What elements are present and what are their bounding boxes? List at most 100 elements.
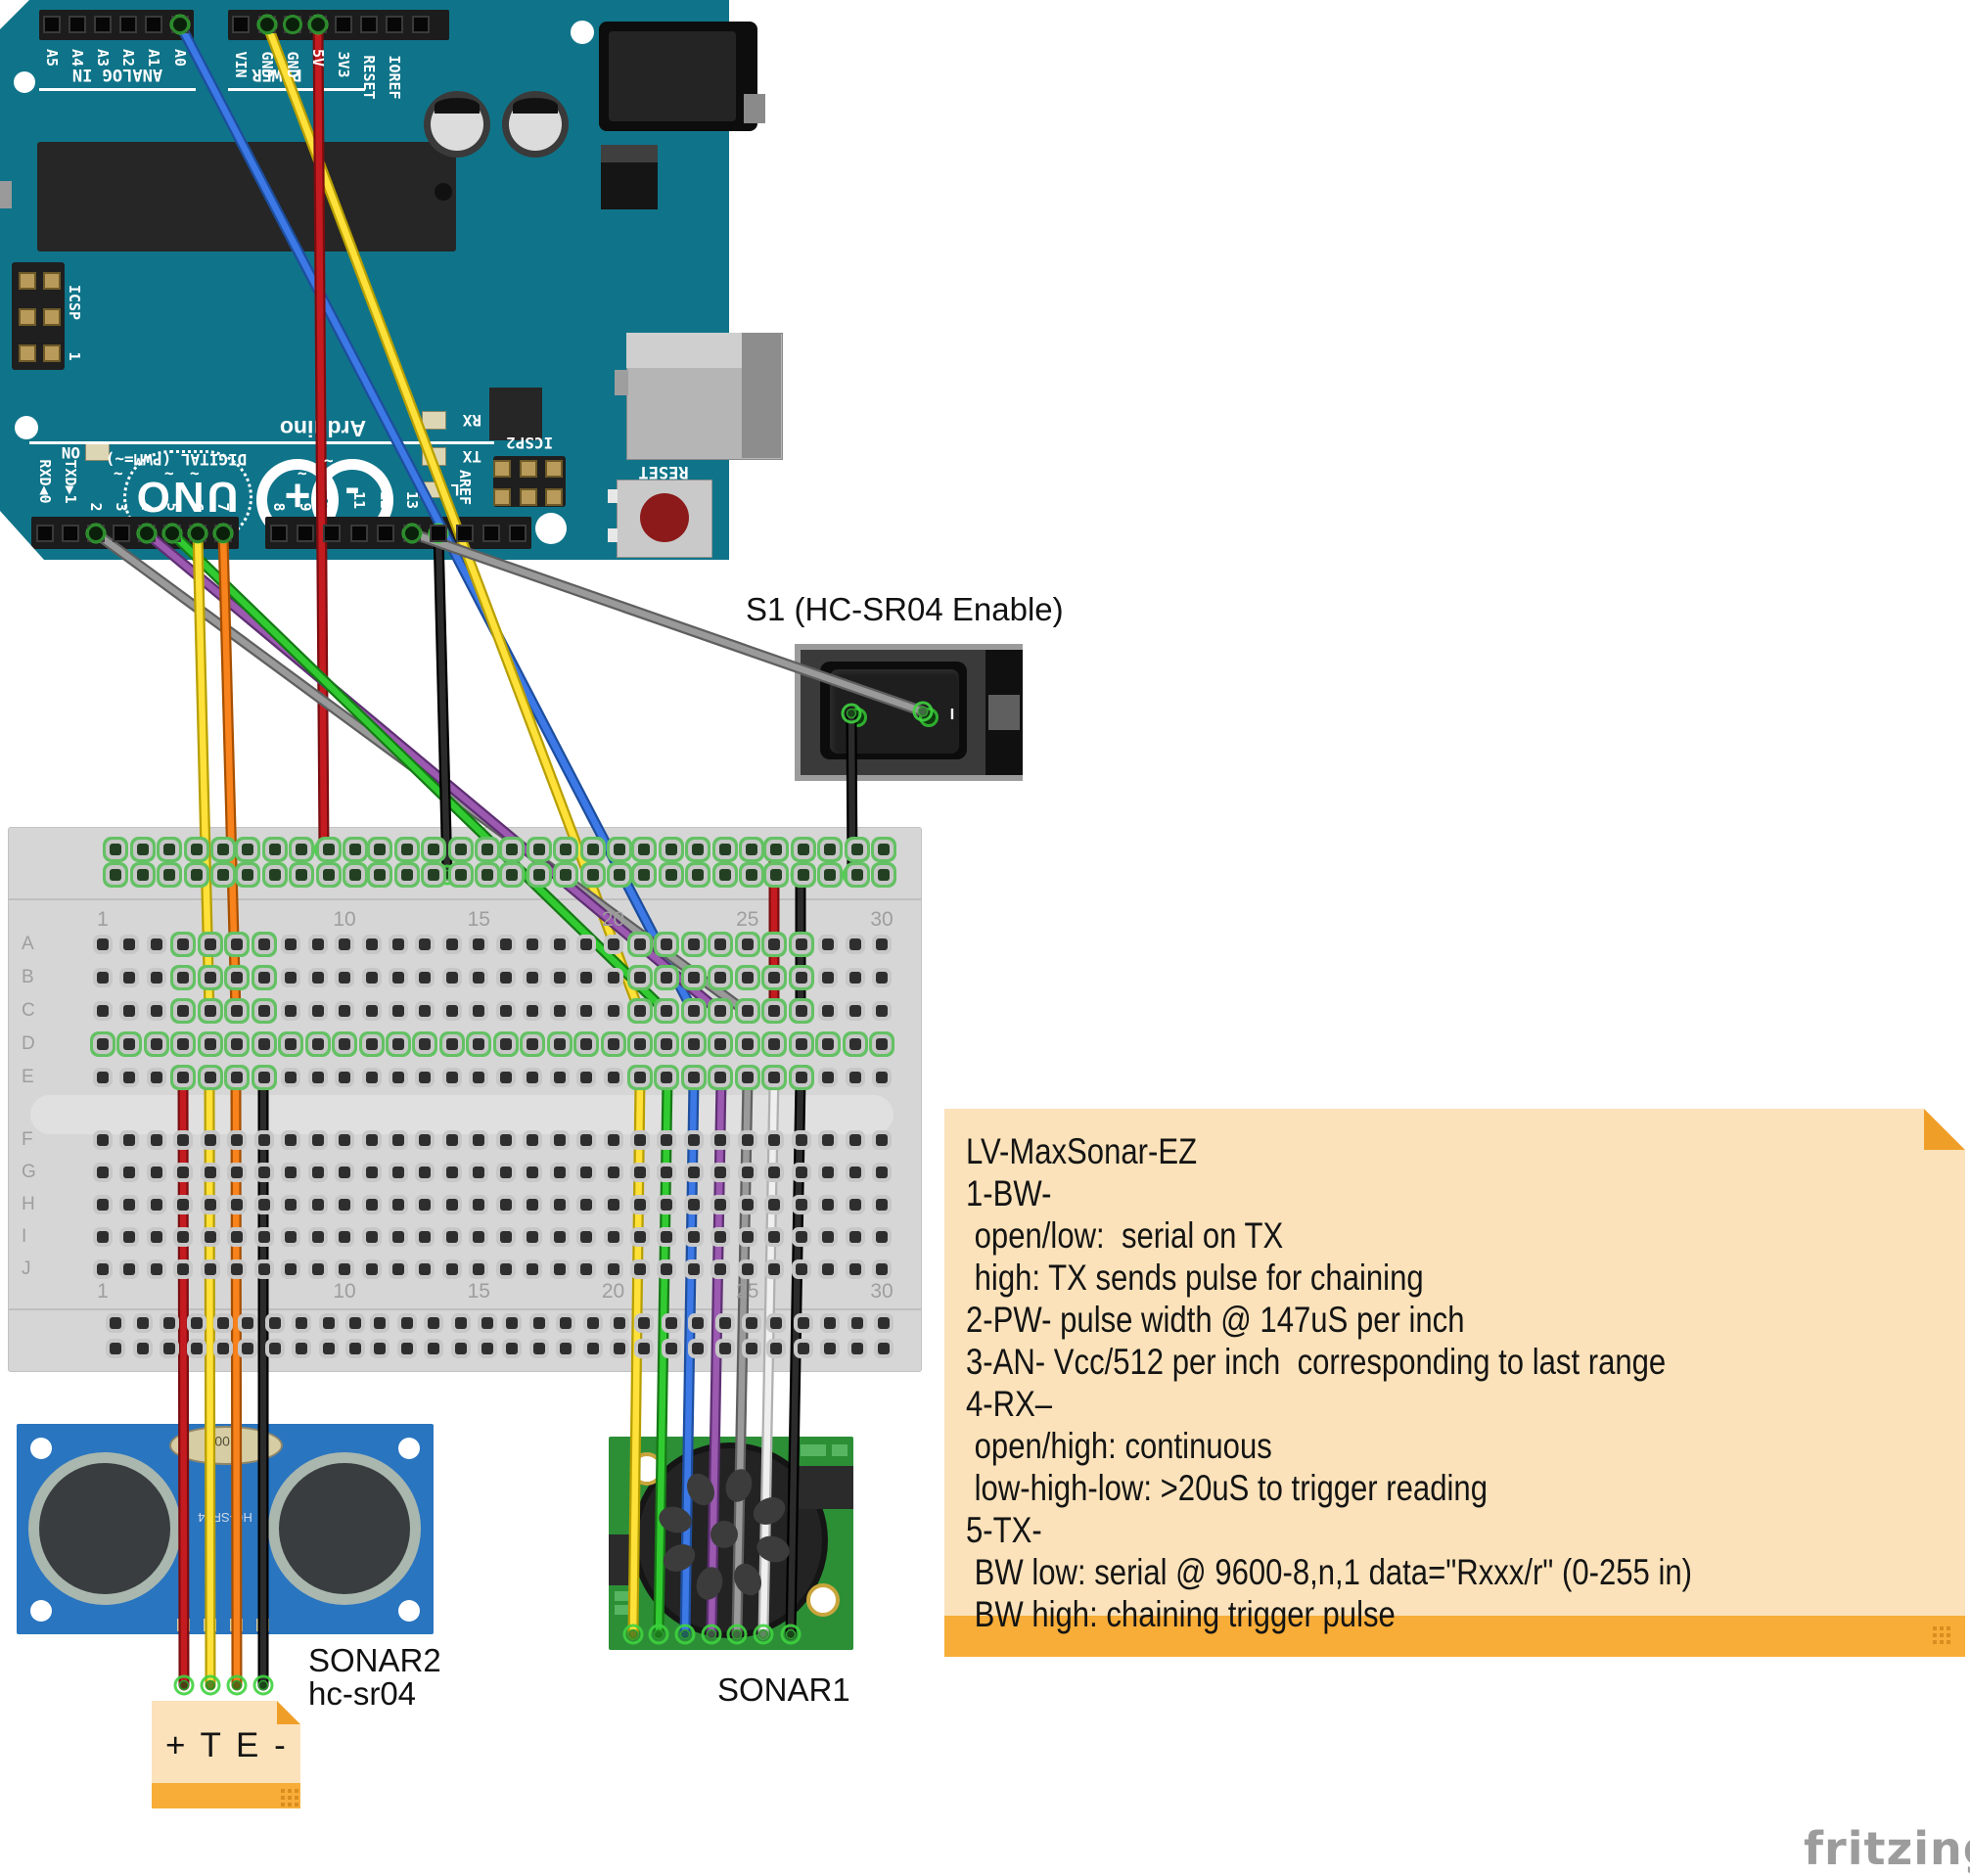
- breadboard-hole: [527, 1038, 539, 1050]
- breadboard-hole: [527, 1005, 539, 1017]
- breadboard-hole: [391, 938, 404, 950]
- breadboard-hole: [204, 1005, 216, 1017]
- breadboard-hole: [473, 1231, 485, 1243]
- icsp2-label: ICSP2: [505, 434, 554, 452]
- breadboard-hole: [97, 1231, 109, 1243]
- analog-pin-A4[interactable]: [69, 16, 86, 33]
- info-note-line: LV-MaxSonar-EZ: [966, 1131, 1198, 1171]
- breadboard-hole: [687, 1134, 700, 1146]
- power-pin-VIN[interactable]: [232, 16, 250, 33]
- row-letter-J: J: [22, 1258, 31, 1279]
- breadboard-hole: [97, 1263, 109, 1275]
- breadboard-hole: [311, 1072, 324, 1083]
- breadboard-hole: [553, 938, 566, 950]
- switch-pin[interactable]: [848, 708, 867, 727]
- breadboard-hole: [257, 1038, 270, 1050]
- breadboard-hole: [391, 1263, 404, 1275]
- rail-hole: [746, 1317, 757, 1329]
- breadboard-hole: [97, 938, 109, 950]
- breadboard-hole: [499, 1263, 512, 1275]
- rail-hole: [110, 1343, 121, 1354]
- breadboard-hole: [795, 1167, 807, 1178]
- digital-pin-AREF[interactable]: [456, 525, 474, 542]
- breadboard-hole: [795, 938, 807, 950]
- rail-hole: [136, 1317, 149, 1329]
- note-grip-dot: [1933, 1640, 1937, 1644]
- wire-dgnd-to-rail-minus[interactable]: [435, 529, 451, 879]
- breadboard-hole: [527, 1263, 539, 1275]
- rail-hole: [217, 844, 229, 855]
- transducer: [268, 1452, 421, 1605]
- icsp2-pad: [520, 488, 537, 506]
- rail-hole: [532, 844, 545, 855]
- reset-label: RESET: [638, 462, 689, 481]
- rail-hole: [797, 1317, 809, 1329]
- breadboard-hole: [150, 1072, 162, 1083]
- breadboard-hole: [822, 1005, 835, 1017]
- wire-dgnd-to-rail-minus[interactable]: [433, 527, 453, 881]
- power-pin-3V3[interactable]: [335, 16, 352, 33]
- icsp-pin1-label: 1: [66, 351, 83, 361]
- rail-hole: [190, 1343, 203, 1354]
- hc-sr04-enable-switch[interactable]: I: [795, 644, 1023, 781]
- column-number-1: 1: [97, 1280, 109, 1303]
- digital-pin-RXD◀0[interactable]: [36, 525, 54, 542]
- digital-pin-x8[interactable]: [482, 525, 500, 542]
- breadboard-hole: [634, 1263, 646, 1275]
- silk-line: [39, 88, 196, 91]
- digital-pin-8[interactable]: [270, 525, 288, 542]
- power-pin-RESET[interactable]: [360, 16, 378, 33]
- rail-hole: [718, 1343, 731, 1354]
- power-pin-IOREF[interactable]: [386, 16, 403, 33]
- power-jack-pin: [744, 94, 765, 123]
- rail-hole: [400, 1317, 413, 1329]
- analog-pin-A2[interactable]: [119, 16, 137, 33]
- icsp2-pad: [493, 460, 511, 478]
- wire-endpoint: [205, 1679, 216, 1691]
- digital-pin-9[interactable]: [297, 525, 314, 542]
- digital-pin-x6[interactable]: [430, 525, 447, 542]
- breadboard-hole: [580, 972, 593, 984]
- breadboard-hole: [634, 1231, 646, 1243]
- breadboard-hole: [741, 1231, 754, 1243]
- analog-pin-A5[interactable]: [43, 16, 61, 33]
- breadboard-hole: [285, 1231, 298, 1243]
- rail-hole: [217, 869, 229, 881]
- reset-button[interactable]: [640, 493, 689, 542]
- switch-pin[interactable]: [919, 708, 939, 727]
- rail-hole: [692, 1317, 704, 1329]
- note-grip-dot: [1933, 1633, 1937, 1637]
- rail-hole: [506, 869, 518, 881]
- mounting-hole: [571, 21, 594, 44]
- breadboard-hole: [445, 1134, 458, 1146]
- digital-pin-11[interactable]: [350, 525, 368, 542]
- sonar2-pin-note[interactable]: + T E -: [152, 1701, 300, 1808]
- breadboard-hole: [876, 1134, 889, 1146]
- breadboard-hole: [848, 1038, 861, 1050]
- pwm-mark: ~: [190, 465, 200, 483]
- digital-pin-3[interactable]: [113, 525, 130, 542]
- breadboard-hole: [580, 1167, 593, 1178]
- digital-pin-10[interactable]: [323, 525, 341, 542]
- rail-hole: [586, 869, 599, 881]
- breadboard-hole: [580, 1134, 593, 1146]
- breadboard-hole: [231, 1199, 244, 1211]
- analog-pin-A3[interactable]: [94, 16, 112, 33]
- breadboard-hole: [473, 972, 485, 984]
- analog-pin-label: A5: [43, 48, 61, 68]
- analog-pin-A1[interactable]: [145, 16, 162, 33]
- breadboard-hole: [150, 1005, 162, 1017]
- smd-ic: [797, 1466, 853, 1509]
- breadboard[interactable]: [8, 827, 922, 1372]
- rail-hole: [428, 869, 439, 881]
- digital-pin-x9[interactable]: [509, 525, 527, 542]
- power-pin-nc7[interactable]: [412, 16, 430, 33]
- digital-pin-TXD▶1[interactable]: [62, 525, 79, 542]
- breadboard-hole: [445, 1231, 458, 1243]
- sonar2-hcsr04[interactable]: 4 000 HC-SR04: [17, 1424, 434, 1634]
- breadboard-hole: [391, 1167, 404, 1178]
- rail-hole: [770, 844, 782, 855]
- digital-pin-12[interactable]: [377, 525, 394, 542]
- breadboard-hole: [339, 1231, 351, 1243]
